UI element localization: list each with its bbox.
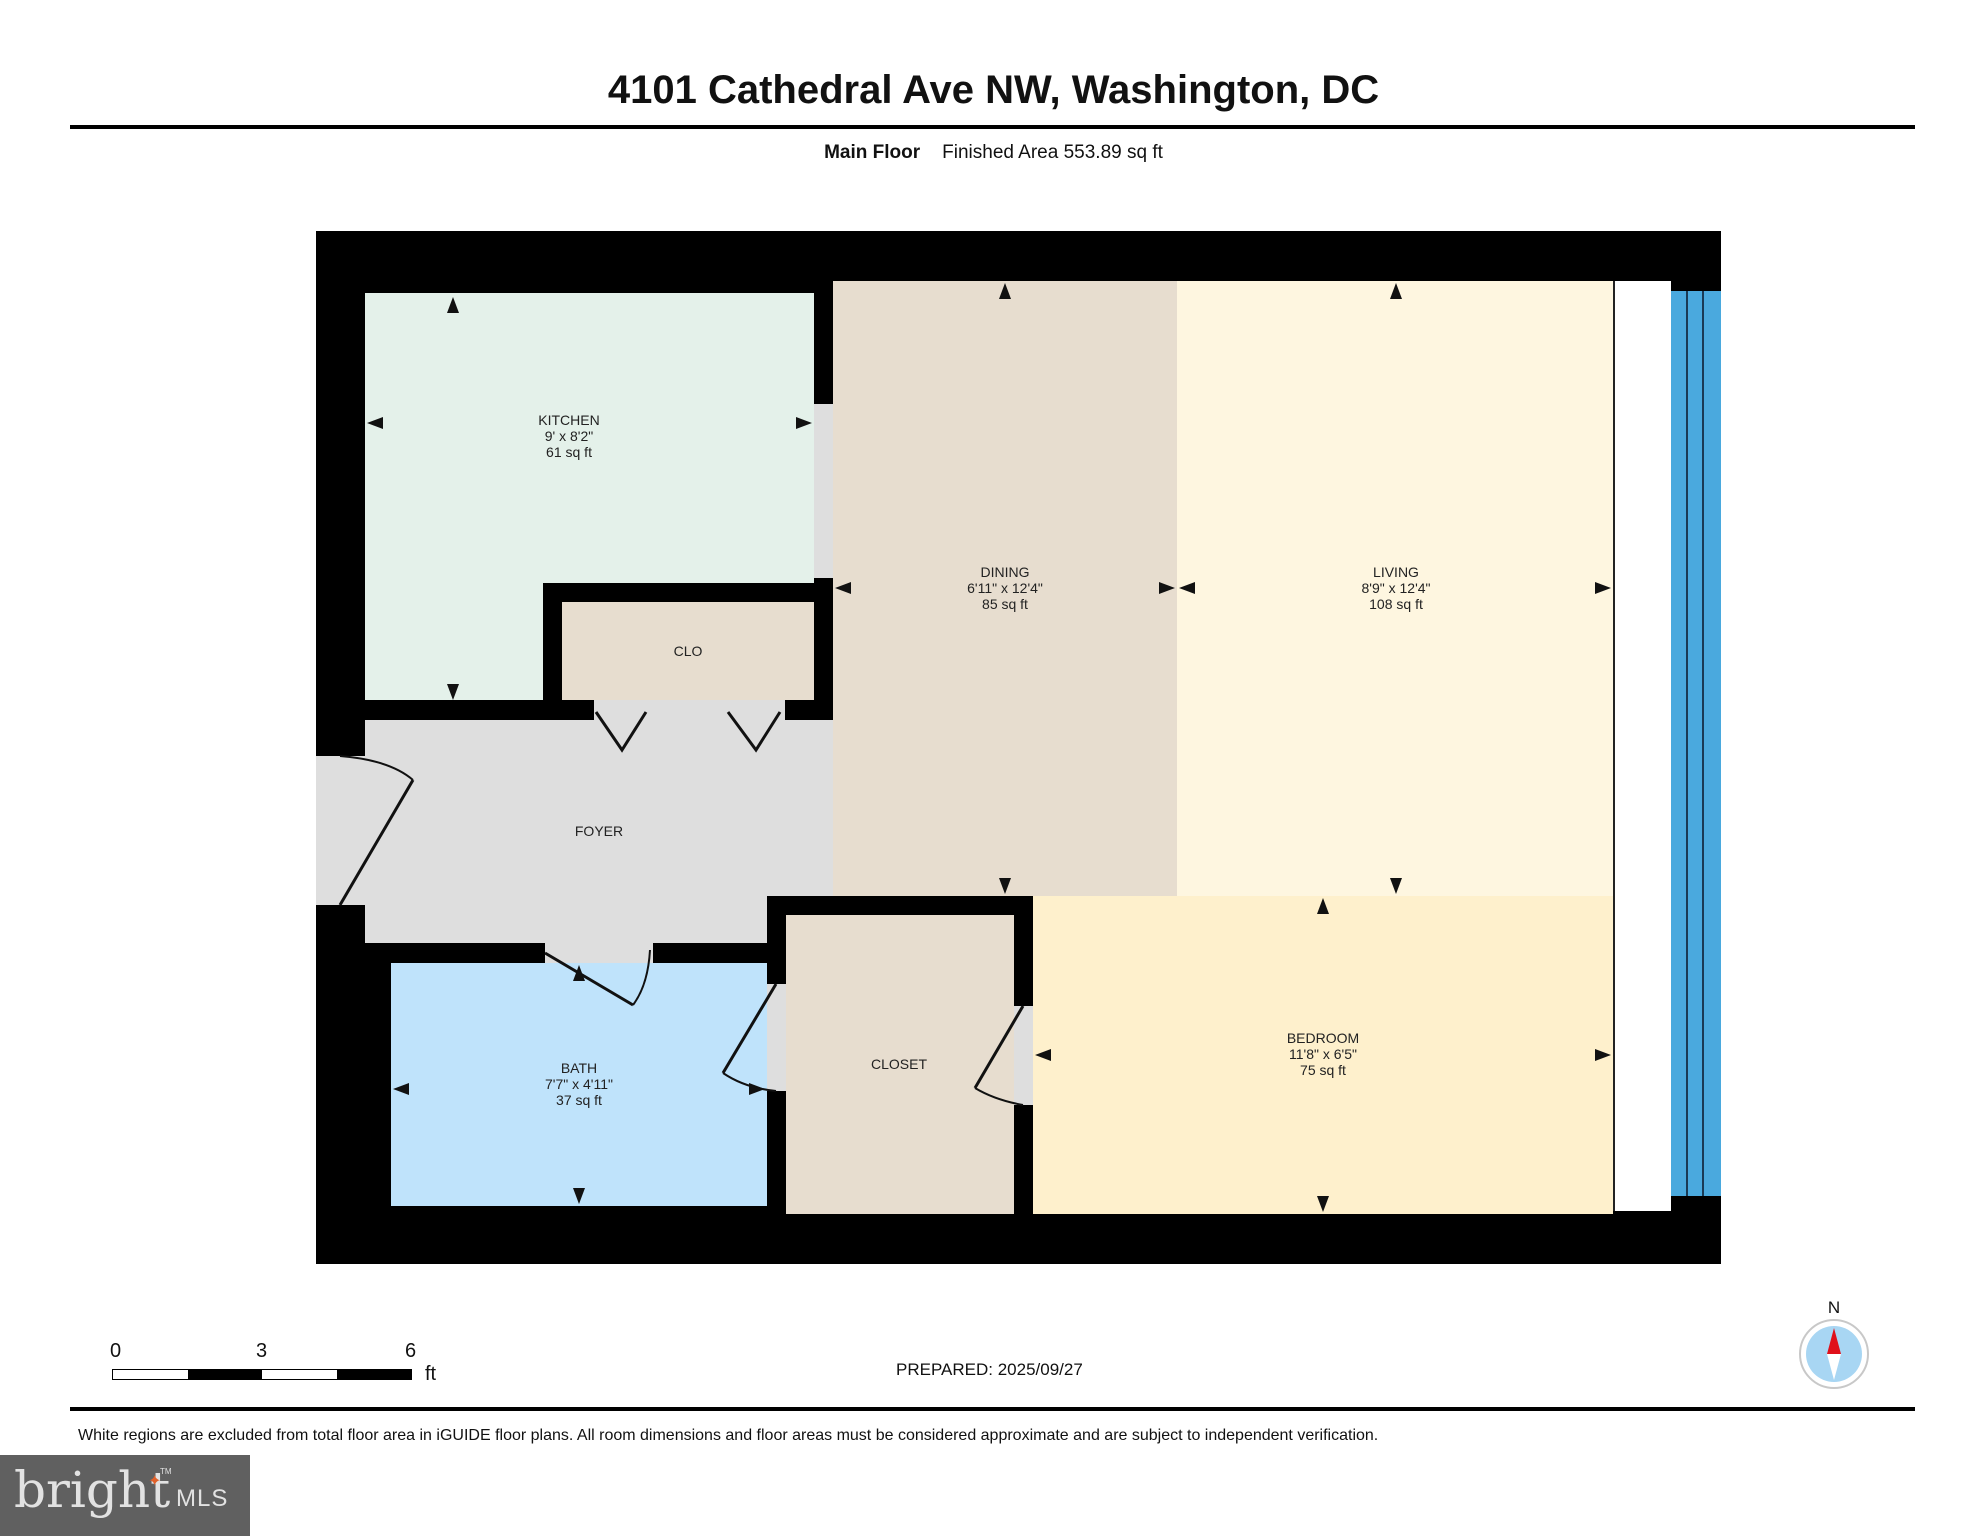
label-foyer: FOYER <box>575 823 623 839</box>
floor-label: Main Floor <box>824 142 921 163</box>
arrow-down-icon <box>999 878 1011 894</box>
room-name: BEDROOM <box>1286 1030 1360 1046</box>
prepared-date: PREPARED: 2025/09/27 <box>896 1360 1083 1379</box>
scale-tick-6: 6 <box>405 1340 417 1362</box>
window <box>1671 291 1721 1196</box>
compass: N <box>1798 1298 1870 1390</box>
scale-bar-graphic <box>112 1369 412 1380</box>
door-opening-closet-bedroom <box>1014 1006 1033 1105</box>
arrow-down-icon <box>447 684 459 700</box>
room-dims: 6'11" x 12'4" <box>967 580 1043 596</box>
room-bath[interactable] <box>391 963 767 1206</box>
arrow-right-icon <box>1159 582 1175 594</box>
page-title: 4101 Cathedral Ave NW, Washington, DC <box>607 68 1380 112</box>
logo-star-icon: ✦ <box>148 1473 162 1490</box>
room-name: CLO <box>673 643 703 659</box>
label-bath: BATH 7'7" x 4'11" 37 sq ft <box>545 1060 613 1108</box>
room-name: DINING <box>980 564 1030 580</box>
room-dims: 8'9" x 12'4" <box>1361 580 1431 596</box>
arrow-down-icon <box>1390 878 1402 894</box>
logo-suffix: MLS <box>176 1485 229 1512</box>
excluded-white-region <box>1615 281 1671 1211</box>
door-swings <box>338 711 1025 1106</box>
arrow-up-icon <box>999 283 1011 299</box>
scale-tick-0: 0 <box>110 1340 122 1362</box>
room-name: FOYER <box>574 823 624 839</box>
label-bedroom: BEDROOM 11'8" x 6'5" 75 sq ft <box>1287 1030 1359 1078</box>
window-mullion <box>1702 291 1704 1196</box>
arrow-up-icon <box>447 297 459 313</box>
door-opening-clo <box>594 700 785 720</box>
arrow-left-icon <box>367 417 383 429</box>
label-closet: CLOSET <box>871 1056 927 1072</box>
room-name: LIVING <box>1373 564 1419 580</box>
door-opening-kitchen-dining <box>814 404 833 578</box>
label-living: LIVING 8'9" x 12'4" 108 sq ft <box>1362 564 1431 612</box>
scale-tick-3: 3 <box>256 1340 268 1362</box>
room-name: BATH <box>560 1060 598 1076</box>
logo-tm: TM <box>160 1467 172 1476</box>
room-area: 75 sq ft <box>1300 1062 1346 1078</box>
scale-unit: ft <box>425 1363 437 1385</box>
arrow-left-icon <box>835 582 851 594</box>
footer-divider <box>70 1407 1915 1411</box>
arrow-up-icon <box>1317 898 1329 914</box>
room-name: CLOSET <box>870 1056 928 1072</box>
arrow-left-icon <box>1035 1049 1051 1061</box>
room-area: 61 sq ft <box>546 444 592 460</box>
room-living[interactable] <box>1177 281 1613 896</box>
room-area: 37 sq ft <box>556 1092 602 1108</box>
logo-brand: bright <box>14 1461 171 1519</box>
room-dims: 9' x 8'2" <box>544 428 594 444</box>
room-closet[interactable] <box>786 915 1014 1214</box>
header-divider <box>70 125 1915 129</box>
window-mullion <box>1686 291 1688 1196</box>
arrow-up-icon <box>1390 283 1402 299</box>
disclaimer: White regions are excluded from total fl… <box>78 1427 1379 1444</box>
room-area: 108 sq ft <box>1369 596 1423 612</box>
compass-north-label: N <box>1827 1298 1841 1317</box>
room-area: 85 sq ft <box>982 596 1028 612</box>
label-clo: CLO <box>674 643 703 659</box>
arrow-right-icon <box>749 1083 765 1095</box>
room-dims: 7'7" x 4'11" <box>545 1076 613 1092</box>
bright-mls-logo: bright ✦ TM MLS <box>0 1455 250 1536</box>
arrow-left-icon <box>1179 582 1195 594</box>
room-foyer[interactable] <box>365 720 833 943</box>
room-clo[interactable] <box>562 602 814 700</box>
arrow-right-icon <box>1595 1049 1611 1061</box>
arrow-right-icon <box>1595 582 1611 594</box>
arrow-left-icon <box>393 1083 409 1095</box>
arrow-down-icon <box>1317 1196 1329 1212</box>
room-name: KITCHEN <box>538 412 600 428</box>
room-dining[interactable] <box>833 281 1177 896</box>
floor-summary: Main Floor Finished Area 553.89 sq ft <box>0 142 1987 164</box>
arrow-up-icon <box>573 965 585 981</box>
room-bedroom[interactable] <box>1033 896 1613 1214</box>
room-dims: 11'8" x 6'5" <box>1289 1046 1357 1062</box>
door-opening-bath <box>545 943 653 963</box>
living-divider-line <box>1613 281 1615 1211</box>
compass-icon <box>1799 1319 1869 1389</box>
arrow-right-icon <box>796 417 812 429</box>
arrow-down-icon <box>573 1188 585 1204</box>
finished-area: Finished Area 553.89 sq ft <box>942 142 1163 163</box>
door-opening-entry <box>316 756 365 905</box>
door-opening-closet-bath <box>767 984 786 1091</box>
label-kitchen: KITCHEN 9' x 8'2" 61 sq ft <box>538 412 599 460</box>
floor-plan: KITCHEN 9' x 8'2" 61 sq ft CLO DINING 6'… <box>316 231 1721 1264</box>
label-dining: DINING 6'11" x 12'4" 85 sq ft <box>967 564 1043 612</box>
